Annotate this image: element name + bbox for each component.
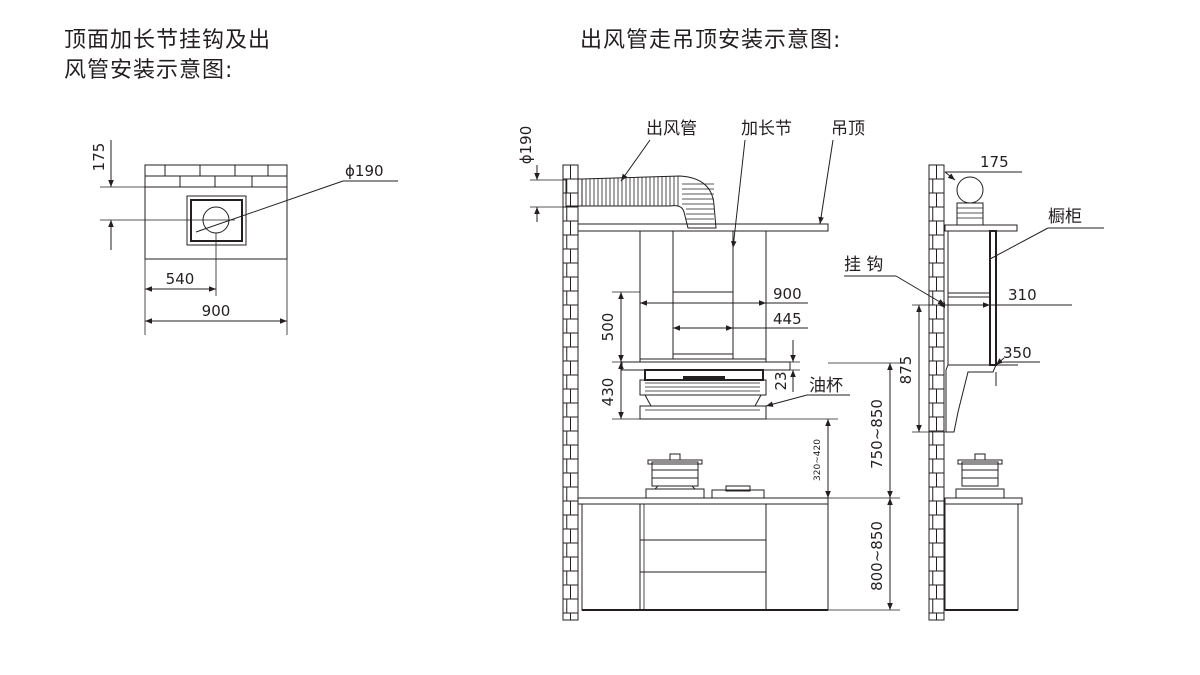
cabinet-label: 橱柜 [1048, 207, 1082, 227]
front-view-430-label: 430 [599, 378, 617, 407]
top-view-title-line2: 风管安装示意图: [64, 58, 234, 83]
front-view-kitchen-cabinet [577, 497, 829, 611]
oil-cup-label: 油杯 [809, 376, 843, 396]
hook-label-leader [895, 275, 946, 306]
side-view-counter [944, 497, 1023, 505]
extension-label: 加长节 [741, 119, 792, 139]
duct-label-leader [620, 139, 651, 182]
side-view-base-cabinet [944, 503, 1019, 611]
side-view-875-label: 875 [897, 356, 915, 385]
front-view-extension-shroud [639, 230, 767, 360]
front-view-500-label: 500 [599, 313, 617, 342]
top-view-extension-inner [190, 199, 243, 242]
top-view-phi190-leader [195, 180, 344, 233]
side-view-175-label: 175 [980, 153, 1009, 171]
top-view-540-label: 540 [166, 270, 195, 288]
side-view-hood-profile [945, 364, 997, 433]
front-view-diagram: 出风管 加长节 吊顶 ϕ190 900 445 500 430 23 [517, 119, 900, 621]
front-view-pot [645, 453, 705, 499]
side-view-pot [955, 453, 1005, 499]
top-view-900-label: 900 [202, 302, 231, 320]
cabinet-label-leader [989, 227, 1049, 260]
duct-label: 出风管 [646, 119, 697, 139]
front-view-brick-wall [562, 164, 579, 621]
front-view-445-label: 445 [773, 310, 802, 328]
top-view-phi190-label: ϕ190 [345, 162, 384, 180]
front-view-flex-duct [565, 175, 717, 229]
side-view-ceiling-plate [944, 224, 1018, 232]
side-view-350-label: 350 [1003, 344, 1032, 362]
side-view-310-label: 310 [1008, 286, 1037, 304]
front-view-750-850-label: 750~850 [868, 399, 886, 469]
front-view-phi190-label: ϕ190 [517, 126, 535, 165]
top-view-brick-band [144, 164, 288, 188]
front-view-23-label: 23 [772, 371, 790, 390]
front-view-burner [711, 485, 765, 499]
oil-cup-leader [765, 394, 808, 407]
side-view-duct-coil [956, 176, 984, 226]
top-view-diagram: ϕ190 175 540 900 [90, 140, 398, 335]
side-view-brick-wall [928, 164, 945, 621]
front-view-range-hood [621, 291, 791, 420]
top-view-title-line1: 顶面加长节挂钩及出 [64, 28, 272, 53]
ceiling-view-title: 出风管走吊顶安装示意图: [580, 28, 842, 53]
top-view-175-label: 175 [90, 143, 108, 172]
extension-label-leader [730, 139, 746, 249]
top-view-extension-outline [186, 195, 247, 246]
front-view-320-420-label: 320~420 [813, 439, 823, 481]
side-view-diagram: 175 橱柜 挂 钩 310 350 875 [844, 153, 1104, 621]
ceiling-label: 吊顶 [831, 119, 865, 139]
ceiling-label-leader [818, 139, 834, 225]
front-view-900-label: 900 [773, 285, 802, 303]
front-view-800-850-label: 800~850 [868, 521, 886, 591]
side-view-wall-cabinet [947, 230, 991, 366]
hook-label: 挂 钩 [844, 255, 883, 275]
